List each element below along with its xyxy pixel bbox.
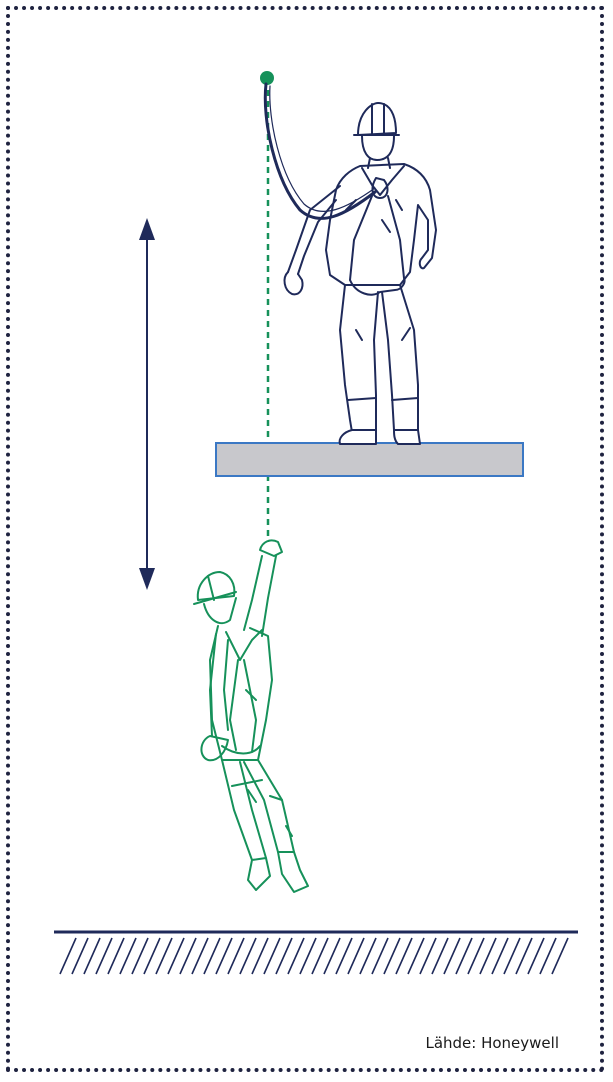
source-caption: Lähde: Honeywell [425, 1034, 559, 1052]
fall-distance-arrow-icon [139, 218, 155, 590]
ground-hatch-icon [54, 932, 578, 974]
standing-worker-figure [265, 84, 436, 444]
platform [216, 443, 523, 476]
falling-worker-figure [194, 540, 308, 892]
